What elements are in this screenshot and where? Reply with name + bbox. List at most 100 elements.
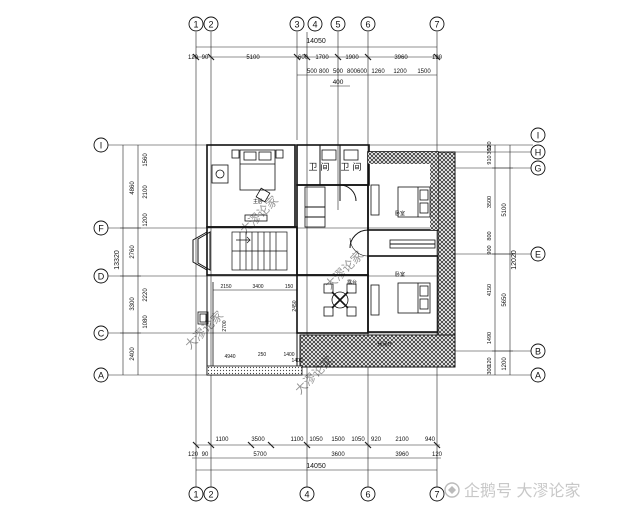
axis-bottom-6-label: 6 bbox=[365, 490, 370, 500]
dimension-lines-sides bbox=[120, 145, 513, 375]
axis-bottom-4: 4 bbox=[299, 486, 315, 502]
axis-top-1-label: 1 bbox=[193, 20, 198, 30]
axis-left-C: C bbox=[93, 325, 109, 341]
overall-dim-bottom: 14050 bbox=[306, 463, 326, 470]
axis-top-3-circle bbox=[289, 16, 305, 32]
dim-bottom-2-5: 120 bbox=[432, 452, 443, 458]
dim-top-2-6: 1200 bbox=[393, 69, 407, 75]
dim-top-2-3: 800 bbox=[347, 69, 358, 75]
dimension-lines-top bbox=[192, 46, 441, 87]
dim-bottom-1-2: 1100 bbox=[291, 437, 305, 443]
inner-dim-7: 1400 bbox=[291, 358, 302, 364]
inner-dim-0: 3400 bbox=[252, 284, 263, 290]
axis-top-5-label: 5 bbox=[335, 20, 340, 30]
dim-top-1-1: 90 bbox=[202, 55, 209, 61]
dim-right-outer-0: 5100 bbox=[502, 203, 508, 217]
axis-right-G-label: G bbox=[534, 164, 541, 174]
dim-bottom-1-3: 1050 bbox=[309, 437, 323, 443]
axis-top-4-label: 4 bbox=[312, 20, 317, 30]
axis-right-E-circle bbox=[530, 246, 546, 262]
top-sub-dim: 400 bbox=[333, 79, 344, 86]
room-label-bedroom-2: 卧室 bbox=[395, 210, 405, 217]
axis-right-E: E bbox=[530, 246, 546, 262]
axis-left-F-circle bbox=[93, 220, 109, 236]
dim-bottom-1-0: 1100 bbox=[216, 437, 230, 443]
dim-top-1-0: 120 bbox=[188, 55, 199, 61]
axis-right-I-circle bbox=[530, 127, 546, 143]
overall-dim-top: 14050 bbox=[306, 38, 326, 45]
dim-top-1-2: 5100 bbox=[246, 55, 260, 61]
axis-top-4: 4 bbox=[307, 16, 323, 32]
axis-bottom-2: 2 bbox=[203, 486, 219, 502]
axis-bottom-7-circle bbox=[429, 486, 445, 502]
inner-partitions bbox=[304, 145, 436, 316]
axis-grid-lines bbox=[108, 32, 533, 490]
dim-bottom-1-7: 2100 bbox=[395, 437, 409, 443]
dim-top-1-7: 120 bbox=[432, 55, 443, 61]
room-label-toilet-1: 卫 bbox=[308, 162, 317, 172]
dim-left-outer-2: 3300 bbox=[130, 297, 136, 311]
room-label-toilet-2: 卫 bbox=[340, 162, 349, 172]
axis-right-I: I bbox=[530, 127, 546, 143]
axis-left-I: I bbox=[93, 137, 109, 153]
room-label-corr-1: 间 bbox=[320, 161, 329, 172]
axis-bottom-1-label: 1 bbox=[193, 490, 198, 500]
inner-dim-6: 4940 bbox=[224, 354, 235, 360]
axis-right-E-label: E bbox=[535, 250, 541, 260]
dim-top-1-6: 3960 bbox=[394, 55, 408, 61]
axis-top-1-circle bbox=[188, 16, 204, 32]
axis-right-H: H bbox=[530, 144, 546, 160]
axis-bottom-4-label: 4 bbox=[304, 490, 309, 500]
axis-right-B-label: B bbox=[535, 347, 541, 357]
room-label-bedroom-3: 卧室 bbox=[395, 271, 405, 278]
axis-left-D-circle bbox=[93, 268, 109, 284]
dim-bottom-1-5: 1050 bbox=[351, 437, 365, 443]
axis-left-C-circle bbox=[93, 325, 109, 341]
dim-left-inner-2: 1200 bbox=[143, 213, 149, 227]
axis-left-F: F bbox=[93, 220, 109, 236]
axis-bottom-4-circle bbox=[299, 486, 315, 502]
dim-right-inner-0: 120 bbox=[487, 141, 493, 150]
dim-right-inner-1: 360 bbox=[487, 145, 493, 154]
axis-left-D-label: D bbox=[98, 272, 105, 282]
axis-bottom-1-circle bbox=[188, 486, 204, 502]
dim-bottom-2-0: 120 bbox=[188, 452, 199, 458]
overall-dim-right: 12020 bbox=[511, 250, 518, 270]
axis-top-5: 5 bbox=[330, 16, 346, 32]
dim-right-outer-1: 5650 bbox=[502, 293, 508, 307]
axis-right-A-circle bbox=[530, 367, 546, 383]
dim-left-inner-1: 2100 bbox=[143, 185, 149, 199]
dimension-lines-bottom bbox=[192, 441, 441, 471]
dim-right-inner-5: 900 bbox=[487, 245, 493, 254]
terrace-hatch bbox=[299, 151, 456, 368]
dim-right-inner-8: 120 bbox=[487, 357, 493, 366]
axis-bottom-7-label: 7 bbox=[434, 490, 439, 500]
axis-left-I-label: I bbox=[100, 141, 103, 151]
axis-top-7-label: 7 bbox=[434, 20, 439, 30]
axis-right-G-circle bbox=[530, 160, 546, 176]
dim-top-2-4: 600 bbox=[357, 69, 368, 75]
axis-bottom-6-circle bbox=[360, 486, 376, 502]
dim-top-2-2: 500 bbox=[333, 69, 344, 75]
inner-dim-5: 2700 bbox=[222, 320, 228, 331]
dim-right-outer-2: 1200 bbox=[502, 357, 508, 371]
inner-dim-1: 2150 bbox=[220, 284, 231, 290]
axis-right-I-label: I bbox=[537, 131, 540, 141]
dim-bottom-1-1: 3500 bbox=[251, 437, 265, 443]
dim-top-2-5: 1260 bbox=[371, 69, 385, 75]
axis-top-4-circle bbox=[307, 16, 323, 32]
dim-top-2-1: 800 bbox=[319, 69, 330, 75]
axis-top-3: 3 bbox=[289, 16, 305, 32]
axis-left-A-circle bbox=[93, 367, 109, 383]
dim-top-2-7: 1500 bbox=[417, 69, 431, 75]
axis-top-6-label: 6 bbox=[365, 20, 370, 30]
dim-left-inner-4: 1080 bbox=[143, 315, 149, 329]
axis-left-A: A bbox=[93, 367, 109, 383]
dim-right-inner-4: 800 bbox=[487, 231, 493, 240]
room-label-leisure: 休闲厅 bbox=[377, 341, 392, 348]
axis-bottom-6: 6 bbox=[360, 486, 376, 502]
dim-left-outer-0: 4860 bbox=[130, 181, 136, 195]
